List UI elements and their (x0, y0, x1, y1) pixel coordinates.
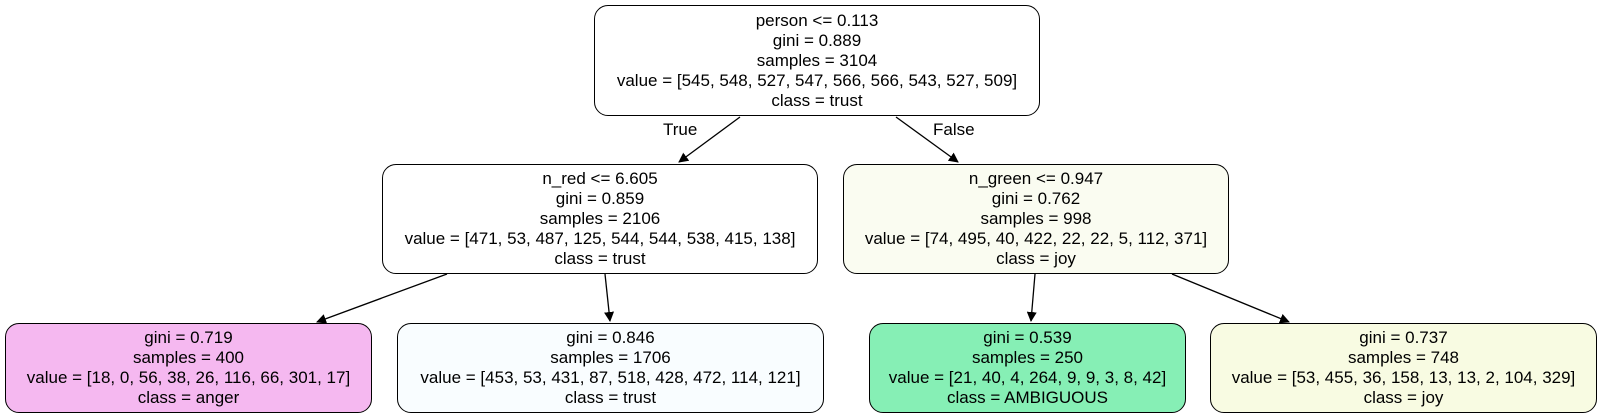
edge-left-to-leaf-1 (316, 273, 448, 324)
split-condition: person <= 0.113 (755, 10, 879, 30)
gini-value: gini = 0.762 (991, 189, 1081, 208)
samples-count: samples = 400 (132, 348, 245, 367)
class-label: class = anger (137, 388, 240, 407)
class-label: class = joy (1363, 388, 1444, 407)
class-label: class = AMBIGUOUS (946, 388, 1109, 407)
edge-root-to-left (678, 116, 741, 163)
edge-right-to-leaf-3 (1026, 273, 1037, 322)
samples-count: samples = 998 (980, 209, 1092, 228)
edge-root-to-right (895, 116, 959, 163)
class-distribution: value = [18, 0, 56, 38, 26, 116, 66, 301… (26, 368, 351, 387)
edge-label-false: False (933, 120, 975, 139)
leaf-node-anger: gini = 0.719 samples = 400 value = [18, … (5, 323, 372, 413)
edge-left-to-leaf-2 (604, 273, 615, 322)
class-label: class = trust (564, 388, 657, 407)
gini-value: gini = 0.719 (144, 328, 233, 347)
class-distribution: value = [21, 40, 4, 264, 9, 9, 3, 8, 42] (888, 368, 1167, 387)
gini-value: gini = 0.737 (1359, 328, 1448, 347)
gini-value: gini = 0.889 (772, 30, 862, 50)
leaf-node-trust: gini = 0.846 samples = 1706 value = [453… (397, 323, 824, 413)
class-label: class = joy (996, 249, 1076, 268)
split-condition: n_green <= 0.947 (968, 169, 1104, 188)
edge-right-to-leaf-4 (1171, 273, 1290, 324)
samples-count: samples = 3104 (756, 50, 878, 70)
class-label: class = trust (771, 90, 863, 110)
class-distribution: value = [471, 53, 487, 125, 544, 544, 53… (404, 229, 796, 248)
split-condition: n_red <= 6.605 (542, 169, 658, 188)
class-label: class = trust (554, 249, 646, 268)
left-node: n_red <= 6.605 gini = 0.859 samples = 21… (382, 164, 818, 274)
leaf-node-ambiguous: gini = 0.539 samples = 250 value = [21, … (869, 323, 1186, 413)
gini-value: gini = 0.859 (555, 189, 645, 208)
right-node: n_green <= 0.947 gini = 0.762 samples = … (843, 164, 1229, 274)
gini-value: gini = 0.539 (983, 328, 1072, 347)
class-distribution: value = [545, 548, 527, 547, 566, 566, 5… (616, 70, 1018, 90)
class-distribution: value = [53, 455, 36, 158, 13, 13, 2, 10… (1231, 368, 1576, 387)
gini-value: gini = 0.846 (566, 328, 655, 347)
edge-label-true: True (663, 120, 698, 139)
class-distribution: value = [453, 53, 431, 87, 518, 428, 472… (420, 368, 801, 387)
root-node: person <= 0.113 gini = 0.889 samples = 3… (594, 5, 1040, 116)
samples-count: samples = 1706 (550, 348, 671, 367)
samples-count: samples = 2106 (539, 209, 661, 228)
samples-count: samples = 250 (971, 348, 1084, 367)
leaf-node-joy: gini = 0.737 samples = 748 value = [53, … (1210, 323, 1597, 413)
samples-count: samples = 748 (1347, 348, 1460, 367)
class-distribution: value = [74, 495, 40, 422, 22, 22, 5, 11… (864, 229, 1208, 248)
